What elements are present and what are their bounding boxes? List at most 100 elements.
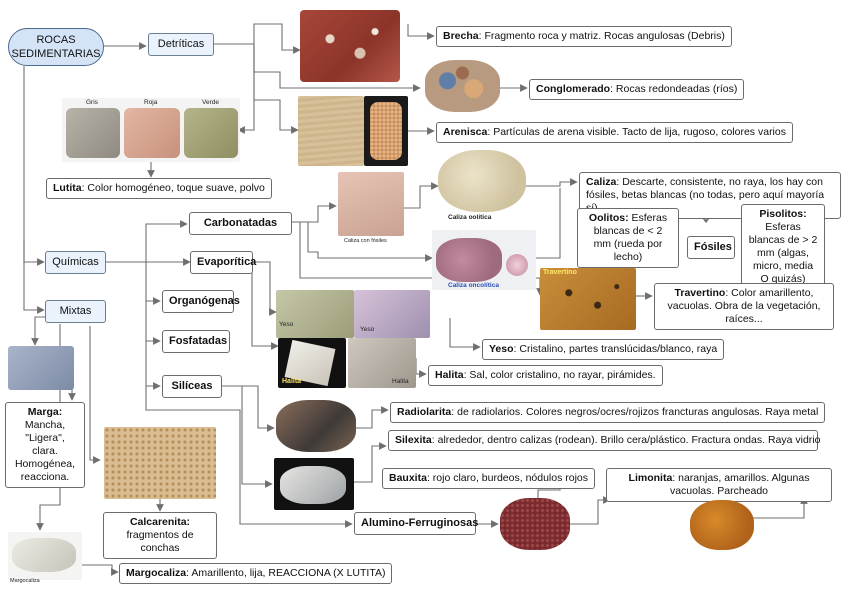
yeso-photo-1 [276, 290, 354, 338]
caption-yeso-1: Yeso [279, 321, 294, 328]
fosiles-box[interactable]: Fósiles [687, 236, 735, 259]
category-quimicas-label: Químicas [52, 256, 99, 268]
carbonatadas-label: Carbonatadas [203, 217, 278, 229]
subcategory-organogenas[interactable]: Organógenas [162, 290, 240, 313]
siliceas-label: Silíceas [171, 380, 213, 392]
brecha-desc: : Fragmento roca y matriz. Rocas angulos… [478, 30, 725, 42]
caption-halita-2: Halita [392, 378, 409, 385]
caption-halita-1: Halita [282, 378, 302, 385]
limonita-desc: : naranjas, amarillos. Algunas vacuolas.… [669, 472, 810, 497]
subcategory-evaporitica[interactable]: Evaporítica [190, 251, 257, 274]
lutita-desc: : Color homogéneo, toque suave, polvo [81, 182, 265, 194]
silexita-box[interactable]: Silexita: alrededor, dentro calizas (rod… [388, 430, 821, 451]
silexita-photo [274, 458, 354, 510]
conglomerado-desc: : Rocas redondeadas (ríos) [610, 83, 738, 95]
fosiles-label: Fósiles [694, 241, 732, 253]
yeso-box[interactable]: Yeso: Cristalino, partes translúcidas/bl… [482, 339, 725, 360]
conglomerado-box[interactable]: Conglomerado: Rocas redondeadas (ríos) [529, 79, 745, 100]
marga-name: Marga: [27, 406, 63, 418]
oolitos-box[interactable]: Oolitos: Esferas blancas de < 2 mm (rued… [577, 208, 679, 268]
category-mixtas-label: Mixtas [59, 305, 92, 317]
limonita-photo [690, 500, 754, 550]
margocaliza-desc: : Amarillento, lija, REACCIONA (X LUTITA… [186, 567, 386, 579]
conglomerado-photo [425, 60, 500, 112]
caption-caliza-oolitica: Caliza oolítica [448, 214, 492, 221]
radiolarita-box[interactable]: Radiolarita: de radiolarios. Colores neg… [390, 402, 826, 423]
caliza-oncolitica-photo [432, 230, 536, 290]
halita-desc: : Sal, color cristalino, no rayar, pirám… [463, 369, 656, 381]
yeso-photo-2 [354, 290, 430, 338]
caption-margocaliza: Margocaliza [10, 578, 40, 584]
calcarenita-name: Calcarenita: [129, 516, 191, 528]
bauxita-name: Bauxita [389, 472, 427, 484]
margocaliza-photo [8, 532, 82, 580]
margocaliza-box[interactable]: Margocaliza: Amarillento, lija, REACCION… [119, 563, 393, 584]
conglomerado-name: Conglomerado [536, 83, 611, 95]
radiolarita-name: Radiolarita [397, 406, 452, 418]
marga-photo [8, 346, 74, 390]
limonita-box[interactable]: Limonita: naranjas, amarillos. Algunas v… [606, 468, 832, 502]
arenisca-photo-2 [364, 96, 408, 166]
caliza-fosiles-photo [338, 172, 404, 236]
category-detriticas[interactable]: Detríticas [148, 33, 214, 56]
category-quimicas[interactable]: Químicas [45, 251, 106, 274]
subcategory-carbonatadas[interactable]: Carbonatadas [189, 212, 292, 235]
radiolarita-photo [276, 400, 356, 452]
travertino-box[interactable]: Travertino: Color amarillento, vacuolas.… [654, 283, 834, 330]
pisolitos-box[interactable]: Pisolitos: Esferas blancas de > 2 mm (al… [741, 204, 825, 290]
oolitos-desc: Esferas blancas de < 2 mm (rueda por lec… [593, 212, 668, 263]
caption-verde: Verde [202, 99, 219, 106]
subcategory-siliceas[interactable]: Silíceas [162, 375, 222, 398]
lutita-box[interactable]: Lutita: Color homogéneo, toque suave, po… [46, 178, 272, 199]
marga-box[interactable]: Marga: Mancha, "Ligera", clara. Homogéne… [5, 402, 85, 488]
arenisca-desc: : Partículas de arena visible. Tacto de … [487, 126, 786, 138]
root-label: ROCAS SEDIMENTARIAS [11, 34, 101, 60]
travertino-photo [540, 268, 636, 330]
calcarenita-box[interactable]: Calcarenita: fragmentos de conchas [103, 512, 217, 559]
caption-caliza-oncolitica: Caliza oncolítica [448, 282, 499, 289]
category-detriticas-label: Detríticas [157, 38, 205, 50]
brecha-photo [300, 10, 400, 82]
caliza-oolitica-photo [438, 150, 526, 212]
halita-photo-1 [278, 338, 346, 388]
marga-desc: Mancha, "Ligera", clara. Homogénea, reac… [14, 419, 76, 483]
brecha-box[interactable]: Brecha: Fragmento roca y matriz. Rocas a… [436, 26, 732, 47]
caliza-name: Caliza [586, 176, 617, 188]
arenisca-photo-1 [298, 96, 364, 166]
oolitos-name: Oolitos: [588, 212, 629, 224]
halita-name: Halita [435, 369, 464, 381]
fosfatadas-label: Fosfatadas [169, 335, 228, 347]
category-mixtas[interactable]: Mixtas [45, 300, 106, 323]
caption-yeso-2: Yeso [360, 326, 375, 333]
lutita-photos [62, 98, 240, 162]
pisolitos-name: Pisolitos: [759, 208, 807, 220]
caption-caliza-fosiles: Caliza con fósiles [344, 238, 387, 244]
margocaliza-name: Margocaliza [126, 567, 187, 579]
caption-travertino: Travertino [543, 269, 577, 276]
brecha-name: Brecha [443, 30, 479, 42]
caption-gris: Gris [86, 99, 98, 106]
root-node[interactable]: ROCAS SEDIMENTARIAS [8, 28, 104, 66]
yeso-name: Yeso [489, 343, 514, 355]
radiolarita-desc: : de radiolarios. Colores negros/ocres/r… [451, 406, 819, 418]
arenisca-name: Arenisca [443, 126, 488, 138]
travertino-name: Travertino [674, 287, 726, 299]
halita-box[interactable]: Halita: Sal, color cristalino, no rayar,… [428, 365, 663, 386]
limonita-name: Limonita [628, 472, 673, 484]
arenisca-box[interactable]: Arenisca: Partículas de arena visible. T… [436, 122, 793, 143]
calcarenita-photo [104, 427, 216, 499]
subcategory-alumino-ferruginosas[interactable]: Alumino-Ferruginosas [354, 512, 479, 535]
silexita-desc: : alrededor, dentro calizas (rodean). Br… [431, 434, 821, 446]
lutita-name: Lutita [53, 182, 82, 194]
silexita-name: Silexita [395, 434, 432, 446]
bauxita-desc: : rojo claro, burdeos, nódulos rojos [426, 472, 589, 484]
travertino-desc: : Color amarillento, vacuolas. Obra de l… [667, 287, 821, 325]
bauxita-box[interactable]: Bauxita: rojo claro, burdeos, nódulos ro… [382, 468, 596, 489]
bauxita-photo [500, 498, 570, 550]
alumino-label: Alumino-Ferruginosas [361, 517, 479, 529]
subcategory-fosfatadas[interactable]: Fosfatadas [162, 330, 230, 353]
caption-roja: Roja [144, 99, 158, 106]
organogenas-label: Organógenas [169, 295, 240, 307]
evaporitica-label: Evaporítica [197, 256, 257, 268]
